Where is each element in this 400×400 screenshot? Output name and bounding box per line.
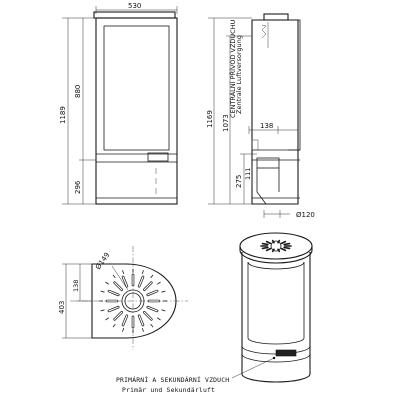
label-central-air-de: Zentrale Luftversorgung bbox=[235, 35, 243, 114]
side-view: 1169 1073 CENTRÁLNÍ PŘÍVOD VZDUCHU Zentr… bbox=[206, 13, 315, 219]
dim-height-base-left: 296 bbox=[74, 180, 82, 194]
grate-slot-outer bbox=[161, 290, 166, 293]
dim-height-inlet-side: 275 bbox=[235, 175, 243, 188]
side-body-outline bbox=[251, 19, 299, 205]
dim-height-small-side: 111 bbox=[244, 168, 252, 180]
grate-slot-outer bbox=[141, 270, 144, 275]
persp-top-plate bbox=[239, 232, 313, 260]
side-inlet-pipe bbox=[256, 157, 280, 169]
dim-height-total-side: 1169 bbox=[206, 110, 214, 128]
top-slot bbox=[280, 240, 287, 245]
persp-top-slots bbox=[260, 239, 292, 253]
front-door-handle bbox=[147, 152, 169, 162]
grate-slot-inner bbox=[138, 315, 144, 326]
perspective-view bbox=[231, 232, 313, 383]
grate-slot-inner bbox=[138, 276, 144, 287]
top-slot bbox=[283, 246, 291, 250]
label-central-air-cz: CENTRÁLNÍ PŘÍVOD VZDUCHU bbox=[228, 19, 237, 118]
grate-slot-outer bbox=[100, 309, 105, 312]
front-view: 530 1189 880 296 bbox=[59, 2, 178, 205]
grate-slot-outer bbox=[112, 274, 116, 279]
plan-grate-slots bbox=[99, 268, 167, 334]
dim-plan-depth: 403 bbox=[58, 301, 66, 314]
grate-slot-outer bbox=[105, 281, 109, 285]
grate-slot-outer bbox=[150, 323, 154, 328]
front-door-glass bbox=[103, 25, 170, 151]
dim-plan-offset: 138 bbox=[72, 280, 80, 292]
front-top-plate bbox=[93, 11, 176, 19]
grate-slot-outer bbox=[161, 309, 166, 312]
dim-height-total-left: 1189 bbox=[59, 106, 67, 124]
grate-slot-outer bbox=[100, 290, 105, 293]
grate-slot-outer bbox=[150, 274, 154, 279]
grate-slot-outer bbox=[112, 323, 116, 328]
grate-slot-outer bbox=[122, 270, 125, 275]
persp-body bbox=[241, 252, 311, 383]
top-slot bbox=[261, 246, 269, 250]
grate-slot-inner bbox=[147, 290, 158, 296]
top-slot bbox=[261, 242, 269, 246]
grate-slot-inner bbox=[143, 311, 152, 320]
top-slot bbox=[265, 247, 272, 252]
grate-slot-inner bbox=[143, 282, 152, 291]
label-primary-air-de: Primär und Sekundärluft bbox=[122, 386, 215, 394]
top-slot bbox=[283, 242, 291, 246]
grate-slot-inner bbox=[108, 306, 119, 312]
grate-slot-outer bbox=[105, 317, 109, 321]
grate-slot-inner bbox=[114, 282, 123, 291]
dim-plan-diameter: Ø149 bbox=[94, 251, 111, 271]
top-slot bbox=[265, 240, 272, 245]
persp-door-handle bbox=[275, 349, 297, 357]
top-slot bbox=[280, 247, 287, 252]
front-body-outline bbox=[95, 17, 178, 205]
grate-slot-inner bbox=[108, 290, 119, 296]
persp-door-glass bbox=[247, 261, 305, 345]
grate-slot-inner bbox=[114, 311, 123, 320]
grate-slot-outer bbox=[141, 327, 144, 332]
label-primary-air-cz: PRIMÁRNÍ A SEKUNDÁRNÍ VZDUCH bbox=[116, 375, 229, 384]
grate-slot-inner bbox=[122, 276, 128, 287]
dim-height-body-left: 880 bbox=[74, 85, 82, 98]
grate-slot-outer bbox=[157, 281, 161, 285]
side-top-collar bbox=[263, 13, 289, 21]
plan-central-ring bbox=[121, 289, 145, 313]
grate-slot-inner bbox=[122, 315, 128, 326]
dim-offset-side: 138 bbox=[260, 122, 273, 130]
grate-slot-inner bbox=[147, 306, 158, 312]
grate-slot-outer bbox=[122, 327, 125, 332]
dim-width-top: 530 bbox=[128, 2, 141, 10]
plan-view: Ø149 403 138 bbox=[58, 246, 188, 350]
dim-diameter-inlet: Ø120 bbox=[296, 211, 315, 219]
dim-height-outlet-side: 1073 bbox=[222, 114, 230, 132]
grate-slot-outer bbox=[157, 317, 161, 321]
